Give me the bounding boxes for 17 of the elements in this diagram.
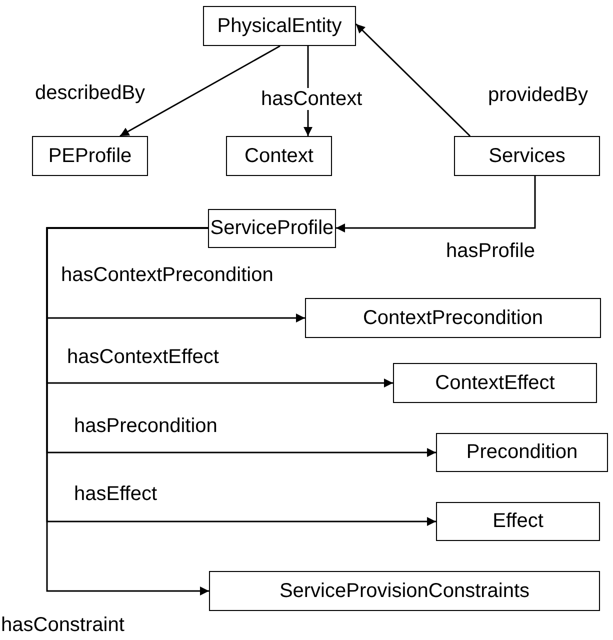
class-box: Services <box>454 136 600 176</box>
class-box: ServiceProfile <box>208 209 336 248</box>
class-box: Precondition <box>436 433 608 472</box>
class-box: PEProfile <box>32 136 148 176</box>
arrow <box>355 23 471 137</box>
class-box: PhysicalEntity <box>203 6 356 46</box>
class-box: Effect <box>436 502 600 541</box>
arrow <box>336 176 536 232</box>
edge-label: providedBy <box>487 84 590 106</box>
class-box: ContextPrecondition <box>305 298 601 338</box>
class-box: Context <box>226 136 332 176</box>
edge-label: describedBy <box>34 82 146 104</box>
arrow <box>46 227 209 596</box>
class-box: ServiceProvisionConstraints <box>209 571 600 611</box>
arrow <box>120 45 280 137</box>
edge-label: hasContext <box>260 88 364 110</box>
class-box: ContextEffect <box>393 363 597 403</box>
